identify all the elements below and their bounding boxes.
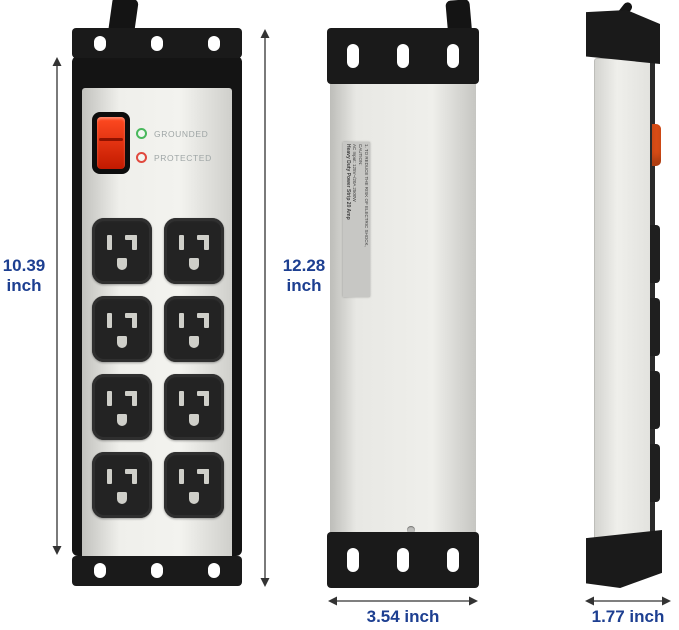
sticker-text: CAUTION: [357, 144, 363, 166]
mount-slot [208, 36, 220, 51]
outlet-ground-hole [189, 414, 199, 426]
side-switch-icon [652, 124, 661, 166]
back-body: Heavy Duty Power Strip 20 Amp AC Input: … [330, 78, 476, 540]
mount-slot [447, 548, 459, 572]
outlet-slot-left [179, 235, 184, 250]
side-mount-bracket-top [586, 10, 660, 64]
outlet-slot-right [132, 313, 137, 328]
outlet-ground-hole [117, 414, 127, 426]
outlet[interactable] [164, 218, 224, 284]
outlet[interactable] [92, 374, 152, 440]
outlet-slot-left [107, 391, 112, 406]
switch-divider [99, 138, 123, 141]
outlet-ground-hole [189, 492, 199, 504]
outlet-slot-t [125, 235, 137, 240]
outlet-ground-hole [117, 258, 127, 270]
mount-slot [94, 563, 106, 578]
outlet-slot-right [132, 469, 137, 484]
front-view: GROUNDED PROTECTED [72, 0, 242, 586]
outlet-slot-left [107, 235, 112, 250]
dimension-arrow-front-height [52, 57, 62, 555]
outlet-slot-t [197, 313, 209, 318]
outlet-slot-left [107, 313, 112, 328]
outlet-slot-t [197, 391, 209, 396]
grounded-label: GROUNDED [154, 128, 209, 139]
grounded-indicator: GROUNDED [136, 128, 208, 139]
outlet-slot-left [179, 313, 184, 328]
side-outlet-profile [650, 225, 660, 283]
outlet-slot-right [204, 391, 209, 406]
back-view: Heavy Duty Power Strip 20 Amp AC Input: … [327, 0, 479, 588]
protected-led-icon [136, 152, 147, 163]
mount-slot [347, 548, 359, 572]
outlet-slot-right [132, 235, 137, 250]
front-mount-bracket-top [72, 28, 242, 58]
outlet[interactable] [164, 452, 224, 518]
screw-hole [407, 526, 415, 534]
protected-label: PROTECTED [154, 152, 212, 163]
mount-slot [151, 563, 163, 578]
spec-label-sticker: Heavy Duty Power Strip 20 Amp AC Input: … [343, 142, 370, 297]
outlet[interactable] [92, 296, 152, 362]
side-mount-bracket-bottom [586, 530, 662, 588]
side-body [594, 58, 652, 544]
side-outlet-profile [650, 298, 660, 356]
outlet-ground-hole [117, 492, 127, 504]
outlet-slot-t [125, 313, 137, 318]
sticker-text: Heavy Duty Power Strip 20 Amp [344, 144, 351, 220]
outlet-slot-t [197, 469, 209, 474]
outlet-ground-hole [117, 336, 127, 348]
power-switch[interactable] [92, 112, 130, 174]
outlet-ground-hole [189, 336, 199, 348]
mount-slot [151, 36, 163, 51]
outlet-slot-left [107, 469, 112, 484]
side-outlet-profile [650, 371, 660, 429]
power-switch-rocker[interactable] [97, 117, 125, 169]
front-mount-bracket-bottom [72, 556, 242, 586]
dimension-value: 10.39 [2, 256, 46, 275]
protected-indicator: PROTECTED [136, 152, 212, 163]
side-view [586, 0, 672, 588]
outlet-slot-right [204, 235, 209, 250]
dimension-unit: inch [6, 275, 42, 295]
sticker-text: 1. TO REDUCE THE RISK OF ELECTRIC SHOCK, [363, 144, 369, 247]
outlet-slot-t [125, 469, 137, 474]
dimension-arrow-back-width [328, 596, 478, 606]
mount-slot [94, 36, 106, 51]
outlet[interactable] [164, 374, 224, 440]
outlet-slot-right [132, 391, 137, 406]
dimension-unit: inch [286, 275, 322, 295]
outlet-slot-t [125, 391, 137, 396]
outlet-ground-hole [189, 258, 199, 270]
dimension-value: 12.28 [282, 256, 326, 275]
outlet-slot-t [197, 235, 209, 240]
mount-slot [208, 563, 220, 578]
grounded-led-icon [136, 128, 147, 139]
dimension-label-overall-height: 12.28 inch [274, 256, 334, 295]
mount-slot [397, 548, 409, 572]
outlet-grid [92, 218, 224, 518]
outlet[interactable] [164, 296, 224, 362]
sticker-text: AC Input: 125V~/20A 2500W [351, 144, 357, 202]
outlet-slot-right [204, 313, 209, 328]
mount-slot [397, 44, 409, 68]
dimension-label-back-width: 3.54 inch [366, 607, 440, 626]
outlet-slot-left [179, 469, 184, 484]
mount-slot [447, 44, 459, 68]
outlet-slot-right [204, 469, 209, 484]
back-mount-bracket-top [327, 28, 479, 84]
dimension-arrow-side-depth [585, 596, 671, 606]
outlet[interactable] [92, 452, 152, 518]
outlet[interactable] [92, 218, 152, 284]
outlet-slot-left [179, 391, 184, 406]
back-mount-bracket-bottom [327, 532, 479, 588]
side-outlet-profile [650, 444, 660, 502]
dimension-arrow-overall-height [260, 29, 270, 587]
dimension-label-side-depth: 1.77 inch [591, 607, 665, 626]
sticker-text: PLEASE USE ONLY INDOOR [369, 144, 370, 295]
dimension-label-front-height: 10.39 inch [0, 256, 48, 295]
mount-slot [347, 44, 359, 68]
